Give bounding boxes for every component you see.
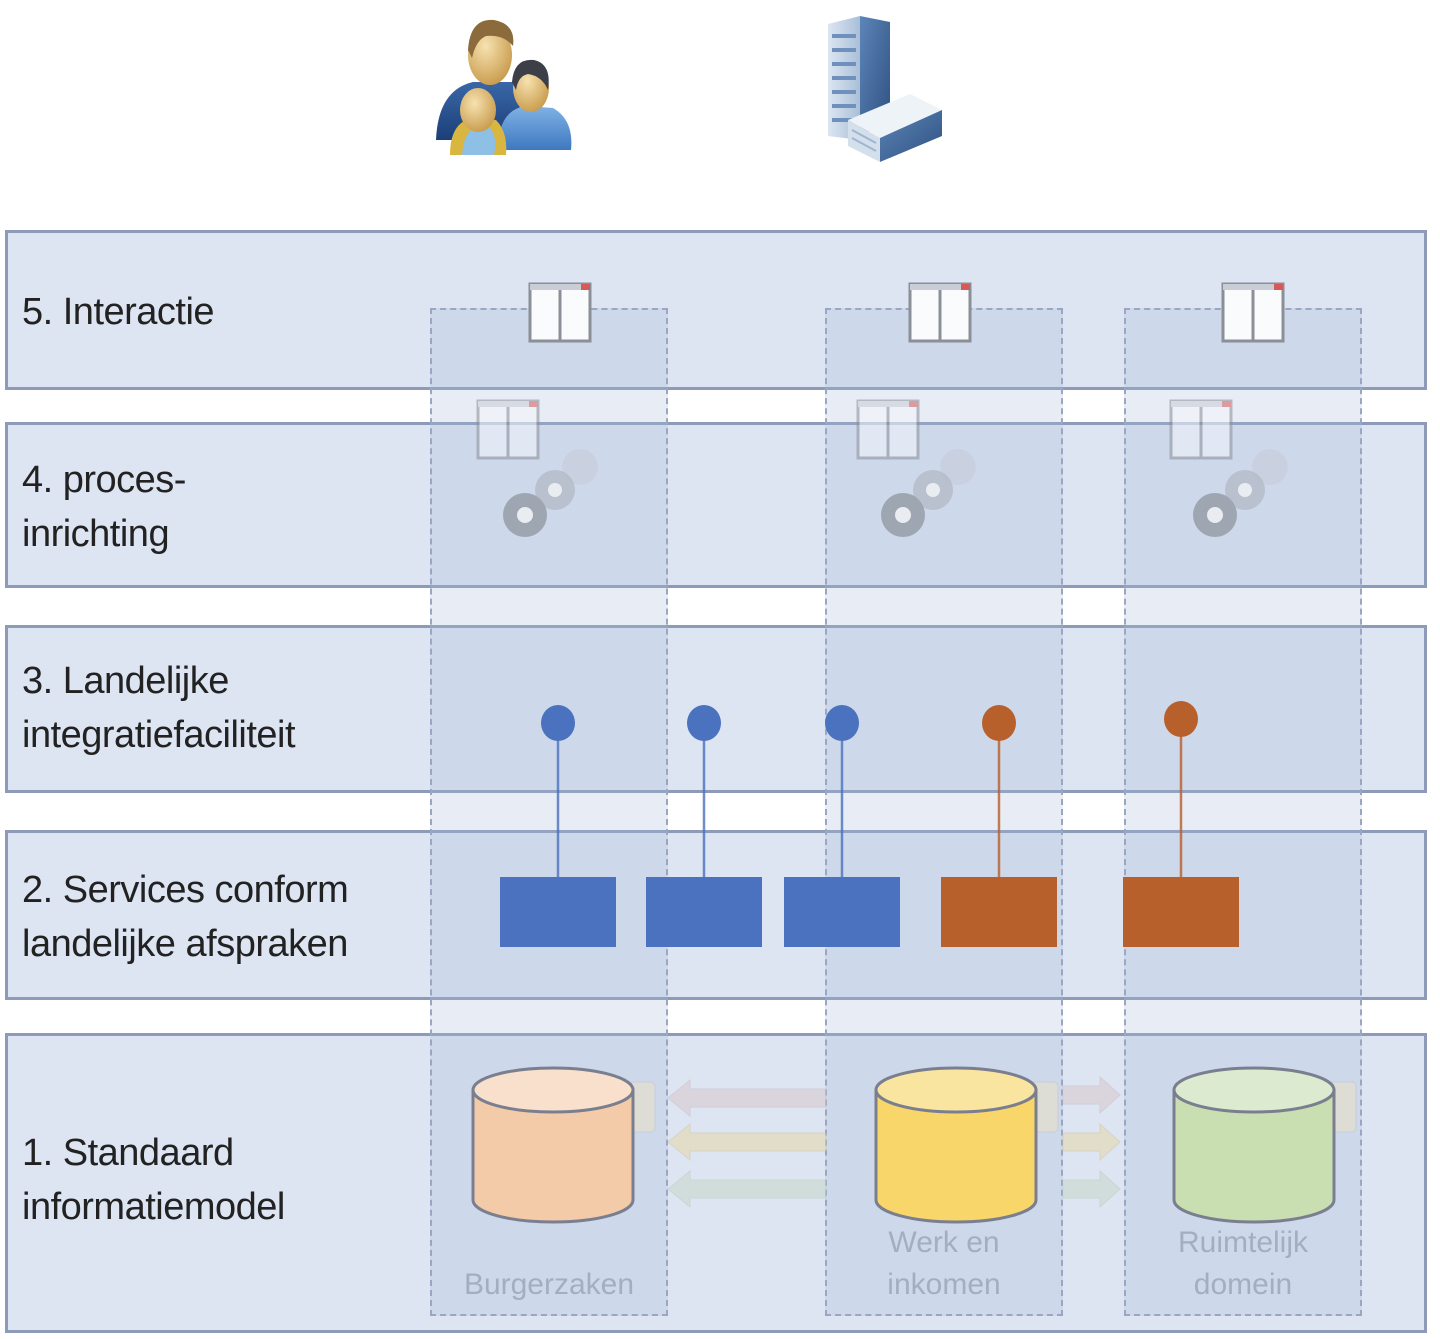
integration-endpoint-dot (982, 705, 1016, 741)
layer-2-label: 2. Services conform landelijke afspraken (22, 869, 349, 965)
service-box (784, 877, 900, 947)
arrow-left (667, 1169, 827, 1209)
building-icon (820, 12, 955, 162)
window-icon-faded (856, 399, 920, 465)
domain-label-ruimtelijk-domein: Ruimtelijk domein (1177, 1226, 1309, 1301)
integration-endpoint-dot (825, 705, 859, 741)
database-cylinder (1172, 1088, 1336, 1224)
database-top (1172, 1066, 1336, 1114)
sync-arrows-right (1062, 1075, 1121, 1209)
domain-label-burgerzaken: Burgerzaken (463, 1268, 635, 1301)
sync-arrows-left (667, 1078, 827, 1209)
database-cylinder (471, 1088, 635, 1224)
layer-4-label: 4. proces- inrichting (22, 459, 186, 555)
arrow-left (667, 1078, 827, 1118)
domain-label-werk-en-inkomen: Werk en inkomen (887, 1226, 1001, 1301)
layer-5-interactie: 5. Interactie (5, 230, 1427, 390)
window-icon (528, 282, 592, 348)
service-box (500, 877, 616, 947)
database-top (874, 1066, 1038, 1114)
service-box (1123, 877, 1239, 947)
integration-endpoint-dot (687, 705, 721, 741)
arrow-left (667, 1122, 827, 1162)
window-icon-faded (1169, 399, 1233, 465)
window-icon (908, 282, 972, 348)
people-icon (428, 10, 573, 160)
database-top (471, 1066, 635, 1114)
window-icon-faded (476, 399, 540, 465)
service-box (646, 877, 762, 947)
layer-1-label: 1. Standaard informatiemodel (22, 1132, 285, 1228)
gears-icon (495, 435, 610, 555)
layer-3-label: 3. Landelijke integratiefaciliteit (22, 660, 296, 756)
arrow-right (1062, 1122, 1121, 1162)
service-box (941, 877, 1057, 947)
window-icon (1221, 282, 1285, 348)
integration-endpoint-dot (541, 705, 575, 741)
arrow-right (1062, 1169, 1121, 1209)
gears-icon (1185, 435, 1300, 555)
arrow-right (1062, 1075, 1121, 1115)
integration-endpoint-dot (1164, 701, 1198, 737)
layer-5-label: 5. Interactie (22, 291, 215, 333)
database-cylinder (874, 1088, 1038, 1224)
gears-icon (873, 435, 988, 555)
